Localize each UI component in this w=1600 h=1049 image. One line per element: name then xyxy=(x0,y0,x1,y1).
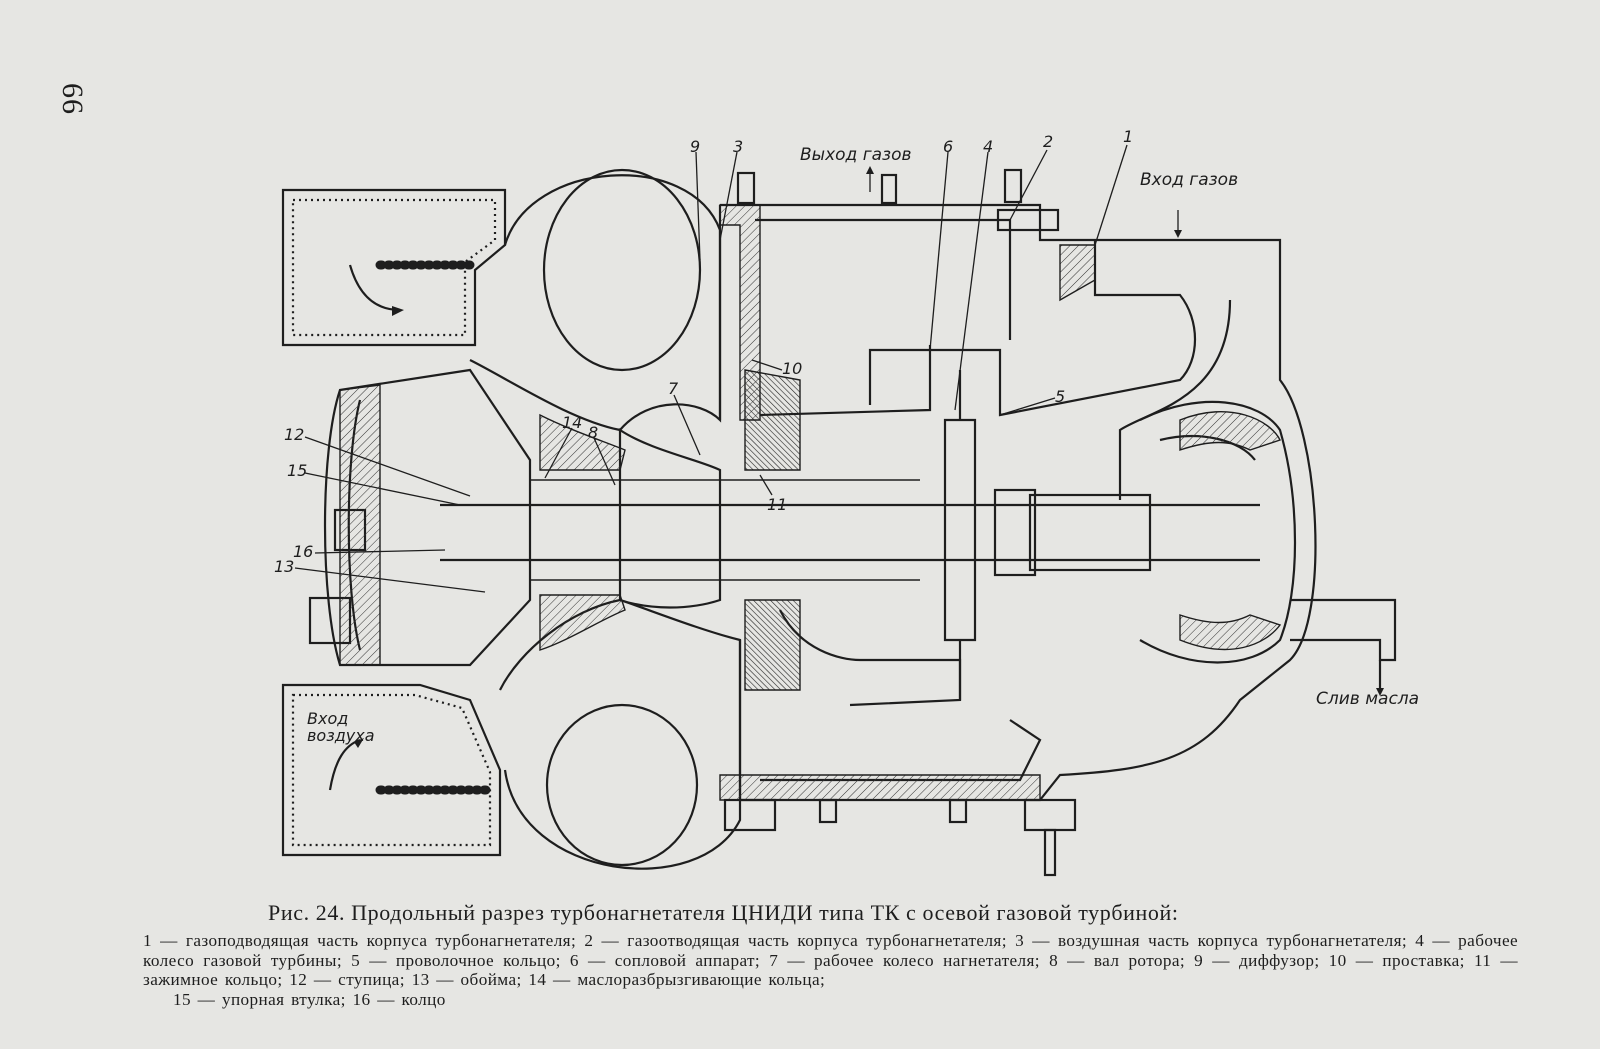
label-8: 8 xyxy=(588,423,598,442)
label-1: 1 xyxy=(1123,127,1133,146)
label-3: 3 xyxy=(733,137,743,156)
compressor-volute-top xyxy=(469,174,722,432)
gas-inlet-housing xyxy=(868,240,1196,417)
figure-legend: 1 — газоподводящая часть корпуса турбона… xyxy=(143,931,1518,1009)
label-15: 15 xyxy=(287,461,307,480)
label-13: 13 xyxy=(274,557,294,576)
oil-drain-pipe xyxy=(1290,598,1397,662)
bolts-top xyxy=(736,168,1060,232)
rotor-shaft xyxy=(440,503,1260,562)
compressor-wheel xyxy=(618,427,722,609)
bolts-bottom xyxy=(723,798,1077,877)
right-bearing-housing xyxy=(1139,400,1297,664)
compressor-volute-bottom xyxy=(499,598,742,870)
legend-main: 1 — газоподводящая часть корпуса турбона… xyxy=(143,931,1518,989)
turbine-disc xyxy=(943,418,977,642)
label-7: 7 xyxy=(668,379,679,398)
legend-last-line: 15 — упорная втулка; 16 — колцо xyxy=(173,989,446,1009)
label-9: 9 xyxy=(690,137,700,156)
air-inlet-box-bottom xyxy=(281,683,502,857)
label-12: 12 xyxy=(284,425,304,444)
annotation-gas-in: Вход газов xyxy=(1140,170,1238,190)
label-4: 4 xyxy=(983,137,993,156)
label-16: 16 xyxy=(293,542,313,561)
label-2: 2 xyxy=(1043,132,1053,151)
air-inlet-box-top xyxy=(281,188,507,347)
label-11: 11 xyxy=(767,495,787,514)
label-5: 5 xyxy=(1055,387,1065,406)
annotation-gas-out: Выход газов xyxy=(800,145,912,165)
annotation-oil-drain: Слив масла xyxy=(1316,689,1419,709)
annotation-air-in-line2: воздуха xyxy=(307,726,375,745)
casing-outer xyxy=(718,203,1317,802)
annotation-air-in-line1: Вход xyxy=(307,709,348,728)
label-6: 6 xyxy=(943,137,953,156)
figure-caption: Рис. 24. Продольный разрез турбонагнетат… xyxy=(268,900,1179,925)
label-14: 14 xyxy=(562,413,582,432)
label-10: 10 xyxy=(782,359,802,378)
